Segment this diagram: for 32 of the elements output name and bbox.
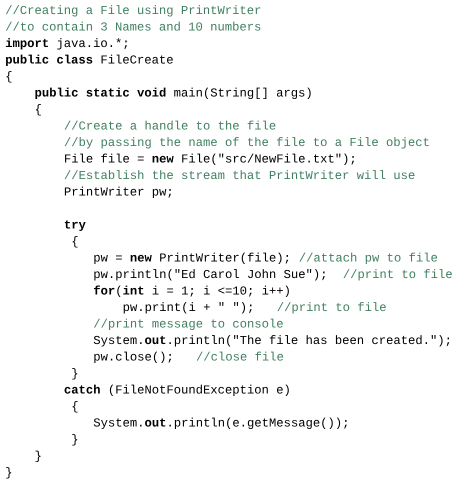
code-comment: //Creating a File using PrintWriter bbox=[6, 5, 260, 17]
code-line: pw.println("Ed Carol John Sue"); bbox=[94, 269, 325, 281]
code-line: } bbox=[36, 450, 41, 462]
code-line: System.out.println("The file has been created."); bbox=[94, 335, 450, 347]
code-line: } bbox=[6, 467, 12, 479]
code-line: { bbox=[36, 104, 41, 116]
code-line: } bbox=[72, 368, 78, 380]
code-line: import java.io.*; bbox=[6, 38, 128, 50]
code-line: pw.print(i + " "); bbox=[124, 302, 252, 314]
code-line: public class FileCreate bbox=[6, 54, 173, 66]
code-comment: //print message to console bbox=[94, 318, 283, 330]
code-comment: //print to file bbox=[344, 269, 452, 281]
code-line: try bbox=[64, 220, 86, 232]
code-comment: //close file bbox=[196, 352, 284, 361]
code-comment: //Establish the stream that PrintWriter will use bbox=[64, 170, 414, 180]
code-line: } bbox=[72, 434, 78, 446]
code-line: pw.close(); bbox=[94, 352, 172, 364]
code-line: pw = new PrintWriter(file); bbox=[94, 252, 288, 264]
code-line: catch (FileNotFoundException e) bbox=[64, 384, 289, 396]
code-line: { bbox=[72, 401, 78, 413]
code-line: PrintWriter pw; bbox=[64, 186, 172, 198]
code-line: for(int i = 1; i <=10; i++) bbox=[94, 285, 289, 298]
code-line: { bbox=[72, 236, 78, 248]
code-line: System.out.println(e.getMessage()); bbox=[94, 418, 347, 430]
code-line: File file = new File("src/NewFile.txt"); bbox=[65, 154, 354, 166]
code-comment: //by passing the name of the file to a File object bbox=[64, 137, 429, 149]
code-comment: //to contain 3 Names and 10 numbers bbox=[6, 22, 260, 31]
code-comment: //attach pw to file bbox=[299, 252, 438, 264]
code-line: { bbox=[6, 71, 12, 83]
code-comment: //Create a handle to the file bbox=[64, 120, 276, 130]
code-line: public static void main(String[] args) bbox=[35, 88, 311, 100]
code-comment: //print to file bbox=[277, 302, 386, 314]
